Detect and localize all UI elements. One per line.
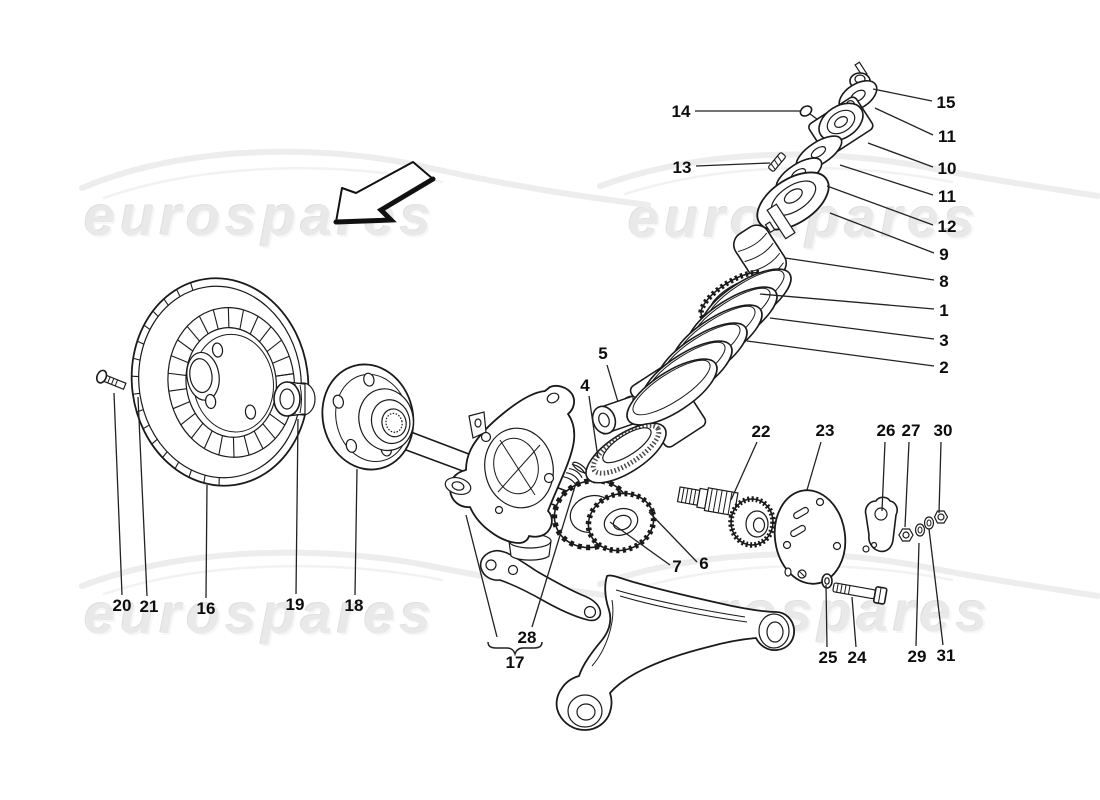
callout-label-3-8: 3 (939, 331, 948, 350)
callout-label-20-23: 20 (113, 596, 132, 615)
bump-stop (732, 224, 788, 284)
leader-line-21-24 (137, 396, 148, 597)
cover-plate (773, 489, 847, 585)
callout-label-21-24: 21 (140, 597, 159, 616)
leader-line-31-22 (928, 528, 944, 646)
leader-line-2-9 (746, 340, 935, 367)
leader-line-7-28 (609, 521, 671, 566)
callout-label-7-28: 7 (672, 557, 681, 576)
leader-line-27-17 (904, 441, 910, 528)
spring-pin (768, 152, 786, 172)
callout-label-28-30: 28 (518, 628, 537, 647)
leader-line-9-5 (829, 212, 935, 254)
callout-label-12-4: 12 (938, 217, 957, 236)
callout-label-24-20: 24 (848, 648, 867, 667)
watermark-bottom-left: eurospares (84, 582, 436, 645)
leader-line-6-29 (648, 511, 698, 563)
group-brace-17 (465, 514, 543, 657)
callout-label-1-7: 1 (939, 301, 948, 320)
leader-line-24-20 (851, 596, 857, 648)
leader-line-12-4 (826, 185, 934, 226)
leader-line-16-25 (205, 484, 208, 599)
callout-label-2-9: 2 (939, 358, 948, 377)
callout-label-13-11: 13 (673, 158, 692, 177)
coil-spring (626, 268, 792, 426)
steering-knuckle (444, 384, 576, 544)
small-washer-31 (923, 516, 935, 530)
mount-bolt (799, 105, 818, 120)
callout-label-14-10: 14 (672, 102, 691, 121)
leader-line-5-12 (606, 364, 619, 403)
bearing-lock-ring-front (585, 490, 657, 554)
callout-label-4-13: 4 (580, 376, 590, 395)
leader-line-11-3 (839, 164, 934, 196)
stub-axle (676, 486, 739, 517)
brake-disc (130, 277, 310, 487)
pinion-gear (728, 496, 776, 548)
callout-label-8-6: 8 (939, 272, 948, 291)
leader-line-1-7 (759, 293, 935, 310)
callout-label-26-16: 26 (877, 421, 896, 440)
callout-label-27-17: 27 (902, 421, 921, 440)
knuckle-bracket (479, 549, 602, 622)
caliper-bracket (862, 496, 898, 553)
callout-label-10-2: 10 (938, 159, 957, 178)
leader-line-15-0 (872, 88, 933, 102)
shock-absorber (585, 61, 878, 484)
callout-label-5-12: 5 (598, 344, 607, 363)
callout-label-18-27: 18 (345, 596, 364, 615)
lower-wishbone (555, 574, 795, 731)
callout-label-9-5: 9 (939, 245, 948, 264)
leader-line-8-6 (784, 257, 935, 281)
callout-label-11-1: 11 (938, 127, 956, 146)
callout-label-17-31: 17 (506, 653, 525, 672)
leader-line-23-15 (806, 441, 822, 491)
leader-line-10-2 (867, 142, 934, 168)
mount-bearing (818, 102, 864, 142)
callout-label-23-15: 23 (816, 421, 835, 440)
callout-label-22-14: 22 (752, 422, 771, 441)
leader-line-30-18 (938, 441, 942, 514)
callout-label-16-25: 16 (197, 599, 216, 618)
small-nut-27 (898, 528, 914, 542)
leader-line-19-26 (295, 418, 299, 595)
leader-line-4-13 (588, 395, 599, 459)
hub-nut (273, 381, 316, 417)
disc-screw (95, 369, 127, 391)
leader-line-29-21 (915, 542, 920, 647)
leader-line-13-11 (695, 162, 771, 167)
leader-line-28-30 (531, 482, 577, 628)
leader-lines (113, 88, 944, 648)
leader-line-26-16 (881, 441, 886, 512)
leader-line-18-27 (354, 468, 358, 596)
small-washer-29 (914, 523, 926, 537)
callout-label-30-18: 30 (934, 421, 953, 440)
callout-label-29-21: 29 (908, 647, 927, 666)
leader-line-20-23 (113, 392, 123, 596)
direction-arrow (333, 161, 436, 225)
wheel-hub (321, 363, 415, 471)
leader-line-22-14 (730, 441, 758, 501)
leader-line-25-19 (825, 584, 828, 648)
leader-line-3-8 (769, 317, 935, 340)
callout-label-31-22: 31 (937, 646, 956, 665)
small-nut-30 (933, 510, 949, 524)
callout-label-25-19: 25 (819, 648, 838, 667)
bolt-24 (832, 582, 888, 605)
callout-label-19-26: 19 (286, 595, 305, 614)
callout-label-6-29: 6 (699, 554, 708, 573)
piston-shaft (766, 203, 796, 240)
leader-line-11-1 (874, 107, 934, 136)
callout-label-11-3: 11 (938, 187, 956, 206)
washer-25 (821, 573, 833, 589)
lower-spring-seat (585, 422, 667, 484)
callout-label-15-0: 15 (937, 93, 956, 112)
